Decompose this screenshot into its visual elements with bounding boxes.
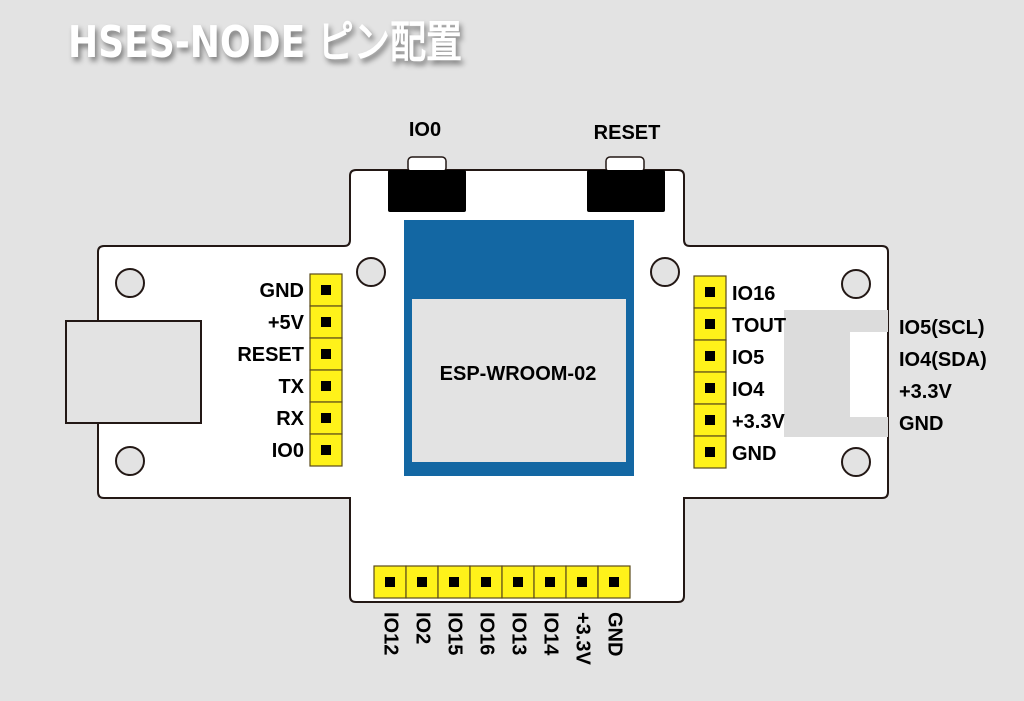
mounting-hole bbox=[841, 269, 871, 299]
reset-button[interactable] bbox=[587, 156, 665, 212]
pin-label: GND bbox=[604, 612, 626, 656]
mounting-hole bbox=[841, 447, 871, 477]
pin-label: IO5 bbox=[732, 347, 764, 369]
mounting-hole bbox=[650, 257, 680, 287]
pin bbox=[693, 307, 727, 341]
pin-label: IO0 bbox=[272, 440, 304, 462]
pin-label: IO14 bbox=[540, 612, 562, 656]
mounting-holes bbox=[115, 257, 871, 477]
pin bbox=[693, 371, 727, 405]
pin bbox=[693, 435, 727, 469]
pin-hole bbox=[705, 447, 715, 457]
pin bbox=[309, 401, 343, 435]
pin-label: IO13 bbox=[508, 612, 530, 655]
mounting-hole bbox=[115, 268, 145, 298]
pin-label: TOUT bbox=[732, 315, 786, 337]
pin-hole bbox=[705, 319, 715, 329]
connector-pin-label: IO5(SCL) bbox=[899, 317, 985, 339]
page-title: HSES-NODE ピン配置 bbox=[68, 17, 463, 68]
pin-label: TX bbox=[278, 376, 304, 398]
reset-button-label: RESET bbox=[594, 122, 661, 144]
pin-hole bbox=[321, 413, 331, 423]
pin-label: RX bbox=[276, 408, 304, 430]
pin bbox=[533, 565, 567, 599]
connector-pin-label: IO4(SDA) bbox=[899, 349, 987, 371]
i2c-connector bbox=[784, 310, 888, 437]
pin-hole bbox=[321, 445, 331, 455]
esp-module-label: ESP-WROOM-02 bbox=[440, 363, 597, 385]
pin-label: GND bbox=[732, 443, 776, 465]
pin bbox=[469, 565, 503, 599]
pin bbox=[693, 403, 727, 437]
pin bbox=[501, 565, 535, 599]
pin bbox=[309, 337, 343, 371]
pin-hole bbox=[705, 351, 715, 361]
pin-hole bbox=[609, 577, 619, 587]
pin-hole bbox=[705, 415, 715, 425]
pin-hole bbox=[321, 317, 331, 327]
pin bbox=[309, 273, 343, 307]
pin bbox=[437, 565, 471, 599]
pin bbox=[565, 565, 599, 599]
pin-label: IO4 bbox=[732, 379, 765, 401]
io0-button-label: IO0 bbox=[409, 119, 441, 141]
pin-label: IO15 bbox=[444, 612, 466, 655]
pin-hole bbox=[321, 349, 331, 359]
pin-hole bbox=[545, 577, 555, 587]
pin-label: IO16 bbox=[476, 612, 498, 655]
pin-hole bbox=[577, 577, 587, 587]
pin-label: +3.3V bbox=[732, 411, 785, 433]
pin-hole bbox=[321, 285, 331, 295]
connector-pin-label: +3.3V bbox=[899, 381, 952, 403]
pin-hole bbox=[385, 577, 395, 587]
usb-connector bbox=[65, 320, 202, 424]
mounting-hole bbox=[115, 446, 145, 476]
pin-label: IO2 bbox=[412, 612, 434, 644]
pin bbox=[373, 565, 407, 599]
pin bbox=[693, 275, 727, 309]
connector-pin-label: GND bbox=[899, 413, 943, 435]
pin-hole bbox=[449, 577, 459, 587]
pin-hole bbox=[321, 381, 331, 391]
mounting-hole bbox=[356, 257, 386, 287]
pin-label: GND bbox=[260, 280, 304, 302]
bottom-pin-header: IO12 IO2 IO15 IO16 IO13 IO14 +3.3V GND bbox=[373, 565, 631, 665]
pin-hole bbox=[481, 577, 491, 587]
esp-module: ESP-WROOM-02 bbox=[404, 220, 634, 476]
pin bbox=[405, 565, 439, 599]
pin-hole bbox=[513, 577, 523, 587]
pin-label: IO12 bbox=[380, 612, 402, 655]
pin-label: IO16 bbox=[732, 283, 775, 305]
pin-label: +5V bbox=[268, 312, 305, 334]
pin-hole bbox=[417, 577, 427, 587]
pin-hole bbox=[705, 287, 715, 297]
pin-label: RESET bbox=[237, 344, 304, 366]
pin-hole bbox=[705, 383, 715, 393]
pin bbox=[309, 305, 343, 339]
pin-label: +3.3V bbox=[572, 612, 594, 665]
pin bbox=[309, 369, 343, 403]
io0-button[interactable] bbox=[388, 156, 466, 212]
connector-labels: IO5(SCL) IO4(SDA) +3.3V GND bbox=[899, 317, 987, 435]
pin bbox=[597, 565, 631, 599]
esp-module-shield bbox=[412, 299, 626, 462]
left-pin-header: GND +5V RESET TX RX IO0 bbox=[237, 273, 343, 467]
pin bbox=[309, 433, 343, 467]
pin bbox=[693, 339, 727, 373]
